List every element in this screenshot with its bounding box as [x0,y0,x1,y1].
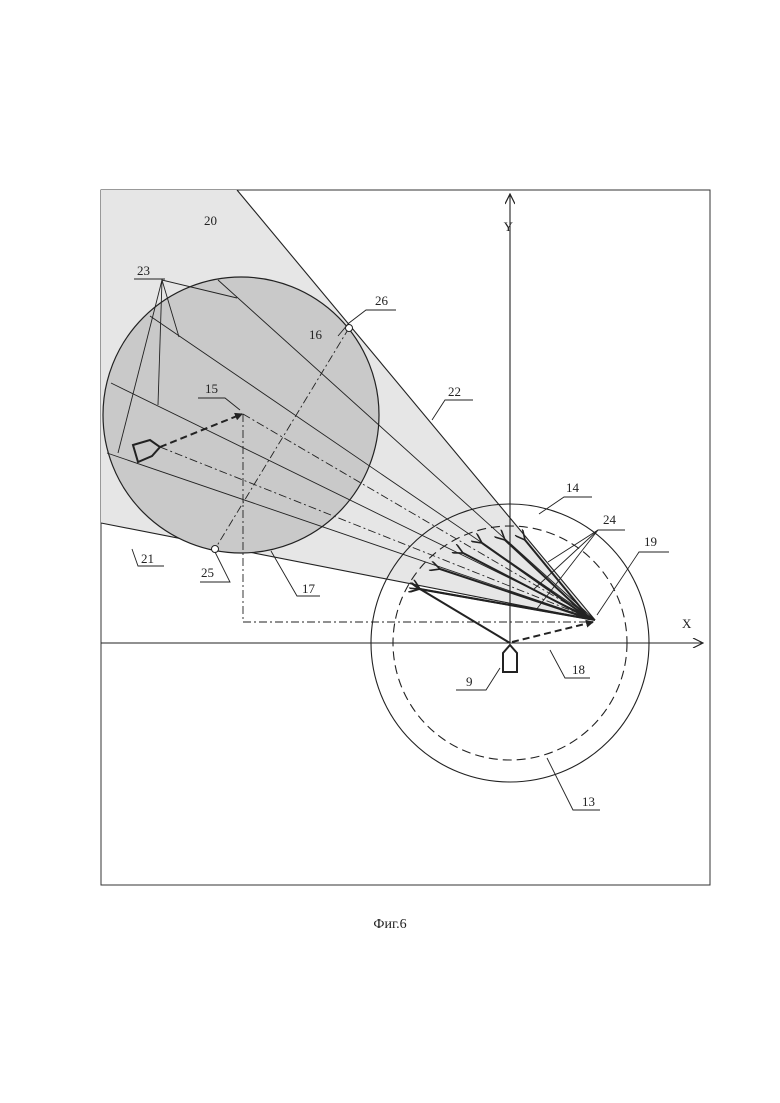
label-24: 24 [603,512,617,527]
label-26: 26 [375,293,389,308]
label-25: 25 [201,565,214,580]
y-axis-label: Y [504,219,514,234]
label-16: 16 [309,327,323,342]
label-21: 21 [141,551,154,566]
label-22: 22 [448,384,461,399]
label-23: 23 [137,263,150,278]
label-19: 19 [644,534,657,549]
label-14: 14 [566,480,580,495]
own-ship-icon [503,645,517,672]
circle-17 [103,277,379,553]
label-17: 17 [302,581,316,596]
x-axis-label: X [682,616,692,631]
label-15: 15 [205,381,218,396]
figure-caption: Фиг.6 [373,917,406,932]
label-13: 13 [582,794,595,809]
course-line-18 [512,622,593,642]
label-20: 20 [204,213,217,228]
point-25 [212,546,219,553]
label-9: 9 [466,674,473,689]
label-18: 18 [572,662,585,677]
